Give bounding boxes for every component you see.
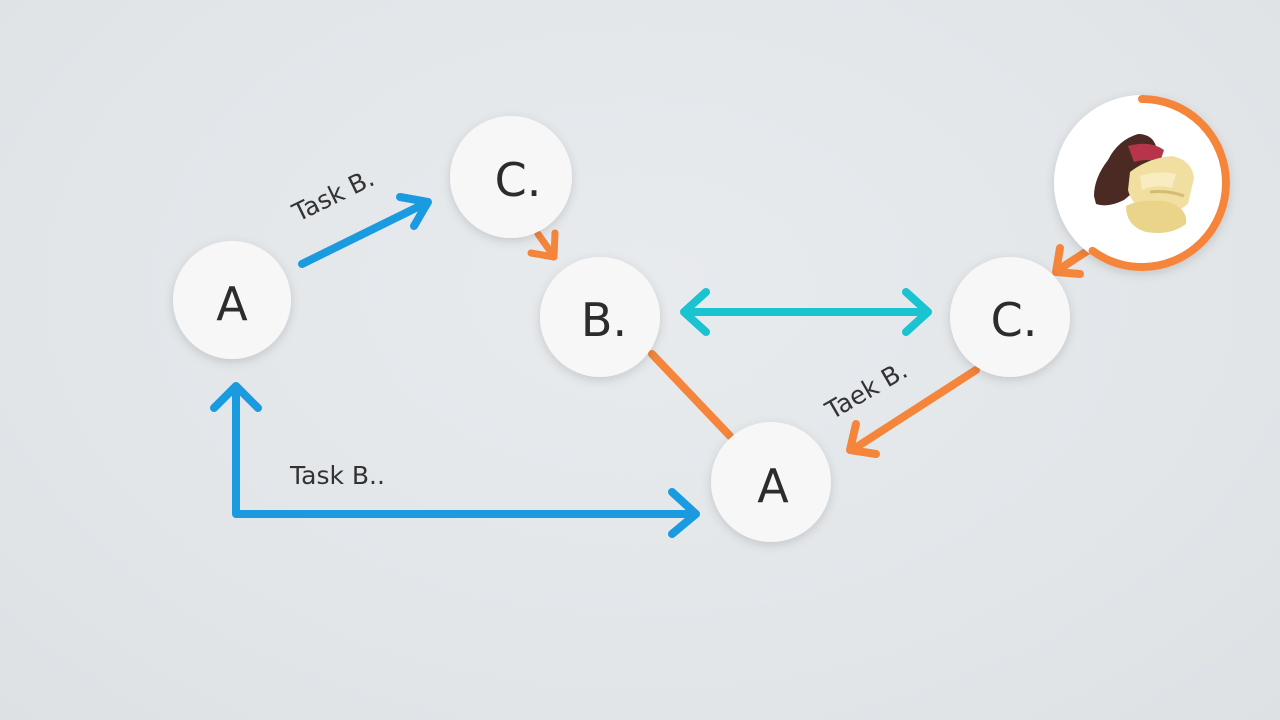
edge-c-top-to-b xyxy=(527,229,559,261)
edge-b-to-a-bottom xyxy=(648,350,734,440)
edge-c-right-to-a-bottom xyxy=(846,366,980,458)
node-b-center-label: B. xyxy=(581,293,627,347)
node-a-left[interactable]: A xyxy=(173,241,291,359)
node-a-bottom-label: A xyxy=(757,459,789,513)
progress-ring xyxy=(1054,95,1230,271)
edge-loop-a-left-to-a-bottom xyxy=(210,382,700,538)
node-c-right-label: C. xyxy=(991,293,1038,347)
node-c-right[interactable]: C. xyxy=(950,257,1070,377)
node-a-left-label: A xyxy=(216,277,248,331)
node-c-top[interactable]: C. xyxy=(450,116,572,238)
node-b-center[interactable]: B. xyxy=(540,257,660,377)
edge-label-task-b-top: Task B. xyxy=(287,163,379,228)
edge-b-to-c-right xyxy=(680,288,932,336)
nodes: A C. B. C. A xyxy=(173,116,1070,542)
food-photo xyxy=(1062,103,1222,263)
edge-a-to-c-top xyxy=(298,193,432,268)
edge-label-taek-b-right: Taek B. xyxy=(820,355,913,425)
photo-node[interactable] xyxy=(1054,95,1230,271)
edge-label-task-b-loop: Task B.. xyxy=(289,461,385,490)
node-c-top-label: C. xyxy=(495,153,542,207)
node-a-bottom[interactable]: A xyxy=(711,422,831,542)
